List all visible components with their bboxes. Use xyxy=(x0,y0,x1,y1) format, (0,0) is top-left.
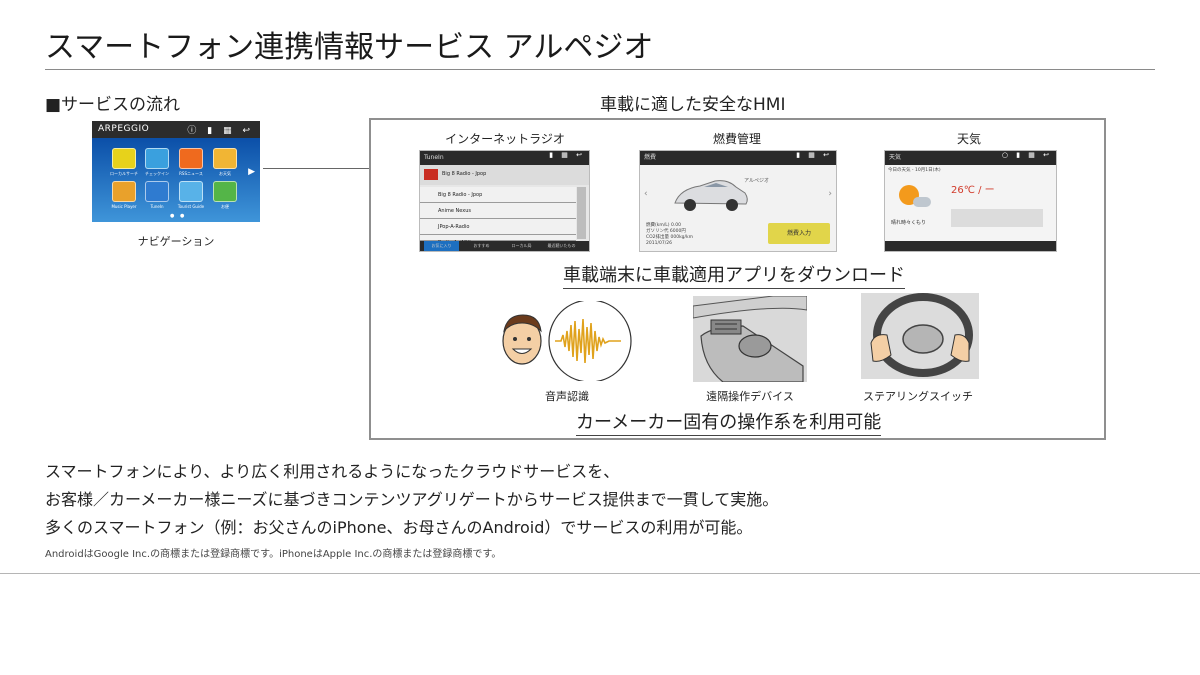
chevron-left-icon: ‹ xyxy=(644,189,648,199)
fuel-stat: ガソリン代 6000円 xyxy=(646,229,686,234)
fuel-stat: CO2排出量 000kg/km xyxy=(646,235,694,240)
section-label: ■サービスの流れ xyxy=(45,95,181,115)
chevron-right-icon: ▶ xyxy=(248,167,255,177)
chevron-right-icon: › xyxy=(828,189,832,199)
tourist-guide-icon xyxy=(179,181,203,202)
tab-local: ローカル局 xyxy=(511,243,532,248)
radio-now-playing: Big 8 Radio - Jpop xyxy=(420,165,589,185)
cloud-icon xyxy=(913,197,931,207)
tab-recent: 最近聴いたもの xyxy=(547,243,576,248)
body-line: スマートフォンにより、より広く利用されるようになったクラウドサービスを、 xyxy=(45,462,620,481)
nav-top-icons: ⓘ ▮ ▦ ↩ xyxy=(187,126,254,136)
weather-tab-bar xyxy=(885,241,1056,251)
app-label-fuel: 燃費管理 xyxy=(712,132,761,146)
scrollbar xyxy=(577,187,586,239)
rss-icon xyxy=(179,148,203,169)
radio-topbar-icons: ▮ ▦ ↩ xyxy=(549,151,585,159)
page-dots: ● ● xyxy=(170,213,187,219)
sound-wave-icon xyxy=(555,318,621,364)
feature-steering-label: ステアリングスイッチ xyxy=(863,390,973,403)
app-label-radio: インターネットラジオ xyxy=(445,132,565,146)
weather-topbar-icons: ○ ▮ ▦ ↩ xyxy=(1001,151,1052,159)
tunein-icon xyxy=(145,181,169,202)
face-icon xyxy=(502,314,542,365)
tile-label: TuneIn xyxy=(150,204,164,209)
list-item: Anime Nexus xyxy=(420,203,576,219)
arpeggio-logo: ARPEGGIO xyxy=(98,124,150,134)
navigation-caption: ナビゲーション xyxy=(137,235,215,248)
list-item: Big 8 Radio - Jpop xyxy=(420,187,576,203)
local-search-icon xyxy=(112,148,136,169)
feature-remote-label: 遠隔操作デバイス xyxy=(706,390,794,403)
feature-voice-label: 音声認識 xyxy=(545,390,589,403)
radio-topbar: TuneIn xyxy=(420,151,589,165)
tab-recommended: おすすめ xyxy=(473,243,490,248)
tile-label: RSSニュース xyxy=(179,171,203,176)
weather-condition: 晴れ時々くもり xyxy=(891,220,927,226)
radio-tab-bar: お気に入り おすすめ ローカル局 最近聴いたもの xyxy=(420,241,589,251)
fuel-topbar: 燃費 xyxy=(640,151,836,165)
body-line: 多くのスマートフォン（例：お父さんのiPhone、お母さんのAndroid）でサ… xyxy=(45,518,753,537)
headline-control-text: カーメーカー固有の操作系を利用可能 xyxy=(576,412,882,436)
navigation-screenshot: ARPEGGIO ⓘ ▮ ▦ ↩ ローカルサーチ チェックイン RSSニュース … xyxy=(92,121,260,222)
headline-control: カーメーカー固有の操作系を利用可能 xyxy=(576,408,882,436)
fuel-stats: 燃費(km/L) 0.00 ガソリン代 6000円 CO2排出量 000kg/k… xyxy=(646,223,693,247)
weather-table xyxy=(951,209,1043,227)
app-label-weather: 天気 xyxy=(956,132,981,146)
trademark-footnote: AndroidはGoogle Inc.の商標または登録商標です。iPhoneはA… xyxy=(45,549,502,560)
list-item: JPop-A-Radio xyxy=(420,219,576,235)
tile-label: Tourist Guide xyxy=(177,204,205,209)
station-logo-icon xyxy=(424,169,438,180)
fuel-model-name: アルペジオ xyxy=(744,178,769,184)
tile-label: お天気 xyxy=(219,171,231,176)
weather-date: 今日の天気 - 10月1日(木) xyxy=(888,168,941,173)
tile-label: Music Player xyxy=(111,204,137,209)
fuel-stat: 燃費(km/L) 0.00 xyxy=(646,223,681,228)
remote-device-illustration xyxy=(693,296,807,382)
fuel-screenshot: 燃費 ▮ ▦ ↩ アルペジオ ‹ › 燃費(km/L) 0.00 ガソリン代 6… xyxy=(639,150,837,252)
tab-favorites: お気に入り xyxy=(424,241,459,251)
steering-wheel-illustration xyxy=(861,293,979,379)
weather-screenshot: 天気 ○ ▮ ▦ ↩ 今日の天気 - 10月1日(木) 晴れ時々くもり 26℃ … xyxy=(884,150,1057,252)
music-player-icon xyxy=(112,181,136,202)
tile-label: お便 xyxy=(221,204,229,209)
weather-temp: 26℃ / ー xyxy=(951,185,995,196)
bottom-divider xyxy=(0,573,1200,574)
title-divider xyxy=(45,69,1155,70)
weather-icon xyxy=(213,148,237,169)
check-in-icon xyxy=(145,148,169,169)
fuel-stat: 2011/07/26 xyxy=(646,241,672,246)
hmi-frame xyxy=(369,118,1106,440)
hmi-title: 車載に適した安全なHMI xyxy=(600,95,786,115)
page-title: スマートフォン連携情報サービス アルペジオ xyxy=(45,30,654,65)
headline-download: 車載端末に車載適用アプリをダウンロード xyxy=(563,261,905,289)
radio-screenshot: TuneIn ▮ ▦ ↩ Big 8 Radio - Jpop Big 8 Ra… xyxy=(419,150,590,252)
mail-icon xyxy=(213,181,237,202)
headline-download-text: 車載端末に車載適用アプリをダウンロード xyxy=(563,265,905,289)
body-line: お客様／カーメーカー様ニーズに基づきコンテンツアグリゲートからサービス提供まで一… xyxy=(45,490,779,509)
radio-station-name: Big 8 Radio - Jpop xyxy=(442,171,487,177)
weather-topbar: 天気 xyxy=(885,151,1056,165)
car-image xyxy=(674,180,748,211)
tile-label: ローカルサーチ xyxy=(110,171,138,176)
fuel-input-button[interactable]: 燃費入力 xyxy=(768,223,830,244)
tile-label: チェックイン xyxy=(145,171,169,176)
voice-recognition-illustration xyxy=(502,301,632,381)
fuel-topbar-icons: ▮ ▦ ↩ xyxy=(796,151,832,159)
connector-line xyxy=(263,168,369,169)
